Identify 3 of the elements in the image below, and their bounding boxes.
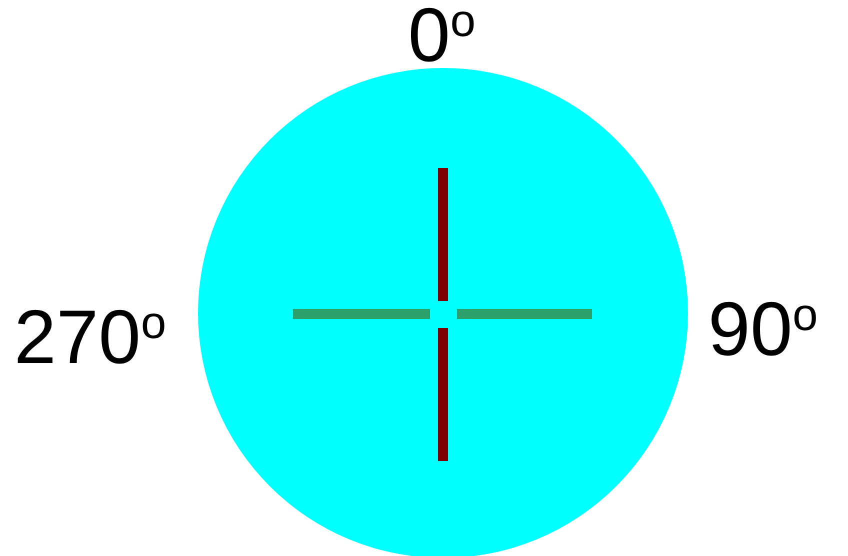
angle-label: 0$^{o}$	[408, 0, 476, 74]
angle-label: 270$^{o}$	[14, 300, 166, 376]
angle-label: 90$^{o}$	[708, 292, 818, 368]
